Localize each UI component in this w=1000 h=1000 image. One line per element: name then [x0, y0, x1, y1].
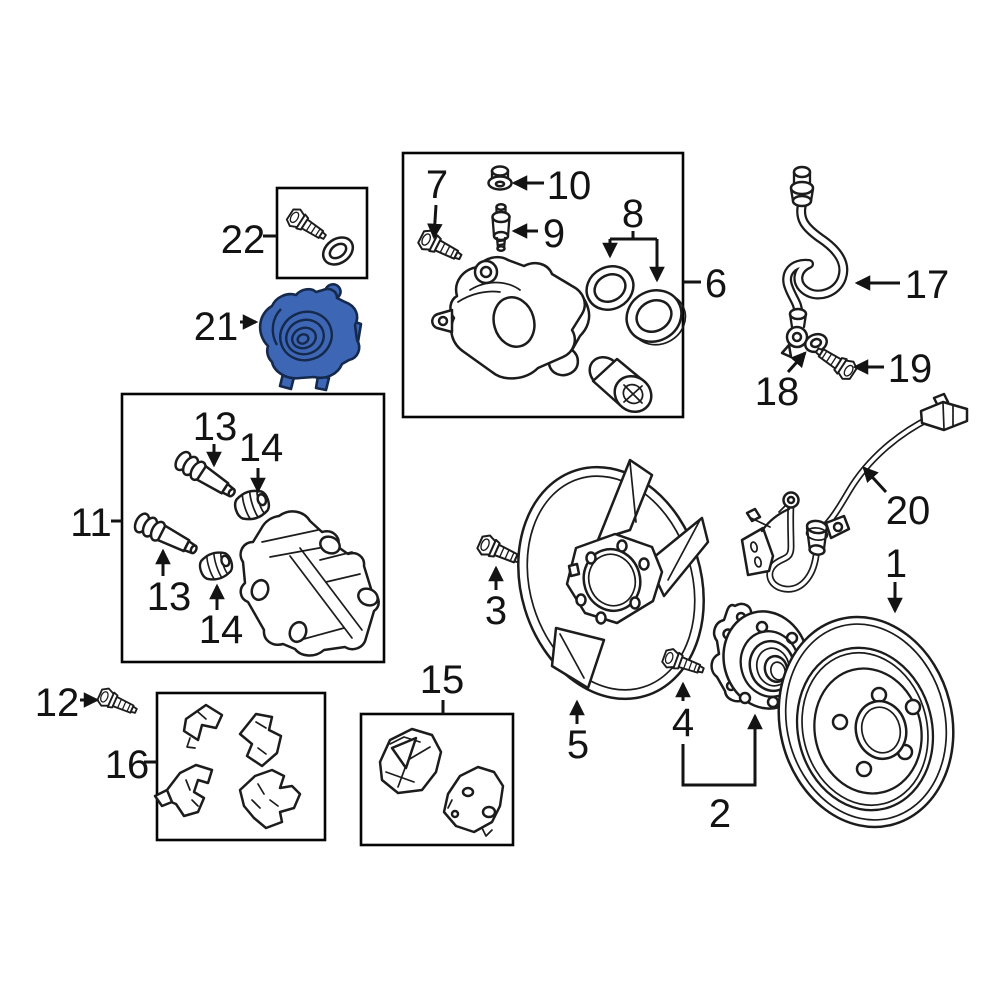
part-20-abs-sensor: [740, 392, 969, 593]
part-5-splash-shield: [517, 458, 710, 701]
callout-1[interactable]: 1: [885, 542, 907, 586]
callout-14-upper[interactable]: 14: [239, 426, 284, 470]
part-15-brake-pads: [378, 727, 505, 837]
leader-2-bracket: [681, 713, 763, 787]
callout-8[interactable]: 8: [622, 192, 644, 236]
callout-17[interactable]: 17: [905, 263, 950, 307]
leader-7: [427, 204, 443, 240]
part-9-bleeder-screw: [491, 202, 511, 252]
callout-leaders: [80, 175, 903, 787]
callout-18[interactable]: 18: [755, 370, 800, 414]
box-hardware-kit-16: [155, 691, 327, 842]
part-16-pad-hardware: [153, 703, 302, 830]
part-19-banjo-bolt: [810, 340, 860, 384]
leader-18: [786, 351, 807, 374]
callout-22[interactable]: 22: [221, 218, 266, 262]
part-12-bracket-bolt: [95, 685, 141, 721]
callout-15[interactable]: 15: [420, 658, 465, 702]
part-6-caliper-piston: [588, 355, 653, 414]
callout-20[interactable]: 20: [886, 489, 931, 533]
callout-13-lower[interactable]: 13: [147, 575, 192, 619]
callout-19[interactable]: 19: [888, 347, 933, 391]
callout-12[interactable]: 12: [35, 681, 80, 725]
callout-3[interactable]: 3: [485, 589, 507, 633]
part-17-brake-hose: [780, 165, 849, 359]
callout-2[interactable]: 2: [709, 792, 731, 836]
leader-8-bracket: [610, 231, 657, 241]
callout-10[interactable]: 10: [547, 164, 592, 208]
callout-4[interactable]: 4: [672, 701, 694, 745]
part-10-bleeder-cap: [487, 165, 513, 191]
callout-14-lower[interactable]: 14: [199, 608, 244, 652]
part-13-guide-pin-upper: [174, 450, 236, 498]
part-22-bolt-and-seal: [283, 205, 355, 266]
callout-9[interactable]: 9: [543, 212, 565, 256]
callout-7[interactable]: 7: [426, 163, 448, 207]
part-21-parking-brake-actuator[interactable]: [258, 283, 363, 392]
callout-5[interactable]: 5: [567, 723, 589, 767]
part-6-caliper-body: [431, 255, 591, 380]
part-1-brake-rotor: [777, 615, 955, 829]
callout-21[interactable]: 21: [194, 305, 239, 349]
callout-6[interactable]: 6: [705, 262, 727, 306]
part-14-bushing-upper: [233, 489, 271, 521]
part-13-guide-pin-lower: [133, 512, 198, 555]
part-14-bushing-lower: [198, 551, 234, 581]
part-8-seal-rings: [585, 265, 687, 346]
part-11-caliper-bracket: [239, 510, 380, 657]
callout-16[interactable]: 16: [105, 743, 150, 787]
callout-11[interactable]: 11: [70, 501, 112, 545]
part-18-washer: [804, 332, 828, 354]
callout-13-upper[interactable]: 13: [193, 405, 238, 449]
callout-labels: 22 21 7 10 9 8 6 17 18 19 20 1 11 13 14 …: [35, 163, 950, 836]
leader-20: [862, 466, 888, 494]
